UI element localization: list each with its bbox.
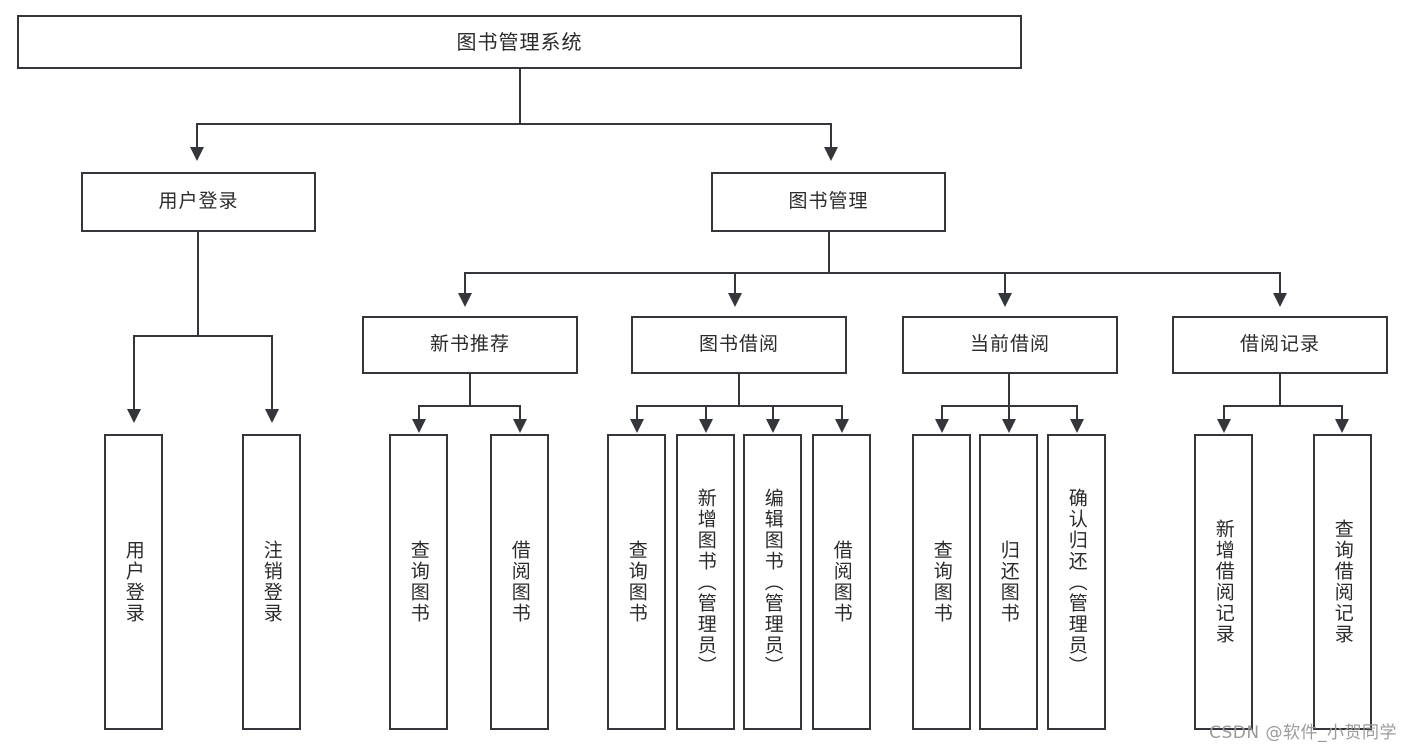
connector-level3-drop-1 — [464, 272, 466, 295]
connector-user-login-drop-2 — [271, 335, 273, 411]
leaf-user-login-login[interactable]: 用户登录 — [104, 434, 163, 730]
arrowhead-bookborrow-3 — [766, 419, 780, 433]
connector-bookborrow-drop-3 — [772, 405, 774, 421]
connector-bookborrow-drop-2 — [705, 405, 707, 421]
arrowhead-bookborrow-2 — [699, 419, 713, 433]
leaf-currentborrow-confirm[interactable]: 确认归还（管理员） — [1047, 434, 1106, 730]
node-label: 确认归还（管理员） — [1065, 487, 1088, 677]
arrowhead-currentborrow-2 — [1002, 419, 1016, 433]
arrowhead-level3-3 — [998, 293, 1012, 307]
node-label: 用户登录 — [122, 540, 145, 624]
leaf-currentborrow-return[interactable]: 归还图书 — [979, 434, 1038, 730]
node-book-management[interactable]: 图书管理 — [711, 172, 946, 232]
arrowhead-level3-4 — [1273, 293, 1287, 307]
connector-level3-drop-2 — [734, 272, 736, 295]
arrowhead-user-login-2 — [265, 409, 279, 423]
leaf-bookborrow-edit[interactable]: 编辑图书（管理员） — [743, 434, 802, 730]
node-label: 新增图书（管理员） — [694, 487, 717, 677]
connector-currentborrow-stem — [1008, 374, 1010, 406]
node-label: 借阅记录 — [1239, 333, 1320, 356]
arrowhead-currentborrow-3 — [1070, 419, 1084, 433]
connector-borrowrecord-bus — [1223, 405, 1343, 407]
connector-newbook-stem — [469, 374, 471, 406]
connector-bookborrow-drop-4 — [841, 405, 843, 421]
connector-newbook-drop-1 — [418, 405, 420, 421]
node-label: 图书管理系统 — [456, 29, 583, 54]
node-label: 查询借阅记录 — [1331, 519, 1354, 645]
connector-level2-drop-1 — [196, 123, 198, 149]
connector-borrowrecord-drop-2 — [1341, 405, 1343, 421]
leaf-borrowrecord-query[interactable]: 查询借阅记录 — [1313, 434, 1372, 730]
arrowhead-borrowrecord-2 — [1335, 419, 1349, 433]
node-label: 编辑图书（管理员） — [761, 487, 784, 677]
arrowhead-borrowrecord-1 — [1217, 419, 1231, 433]
arrowhead-newbook-2 — [513, 419, 527, 433]
node-label: 新书推荐 — [429, 333, 510, 356]
node-label: 查询图书 — [930, 540, 953, 624]
node-label: 图书管理 — [788, 190, 869, 213]
arrowhead-currentborrow-1 — [935, 419, 949, 433]
connector-currentborrow-drop-3 — [1076, 405, 1078, 421]
connector-level3-bus — [464, 272, 1281, 274]
node-label: 图书借阅 — [698, 333, 779, 356]
node-book-borrow[interactable]: 图书借阅 — [631, 316, 847, 374]
node-borrow-record[interactable]: 借阅记录 — [1172, 316, 1388, 374]
node-root-system[interactable]: 图书管理系统 — [17, 15, 1022, 69]
connector-user-login-bus — [133, 335, 273, 337]
node-label: 新增借阅记录 — [1212, 519, 1235, 645]
arrowhead-level2-2 — [824, 147, 838, 161]
connector-bookborrow-stem — [738, 374, 740, 406]
node-label: 借阅图书 — [830, 540, 853, 624]
node-new-book-recommend[interactable]: 新书推荐 — [362, 316, 578, 374]
node-label: 查询图书 — [407, 540, 430, 624]
node-label: 查询图书 — [625, 540, 648, 624]
arrowhead-level3-2 — [728, 293, 742, 307]
arrowhead-level2-1 — [190, 147, 204, 161]
node-label: 注销登录 — [260, 540, 283, 624]
connector-currentborrow-drop-1 — [941, 405, 943, 421]
connector-bookborrow-bus — [636, 405, 843, 407]
arrowhead-user-login-1 — [127, 409, 141, 423]
connector-user-login-drop-1 — [133, 335, 135, 411]
connector-newbook-bus — [418, 405, 521, 407]
node-user-login[interactable]: 用户登录 — [81, 172, 316, 232]
connector-borrowrecord-drop-1 — [1223, 405, 1225, 421]
leaf-newbook-borrow[interactable]: 借阅图书 — [490, 434, 549, 730]
arrowhead-level3-1 — [458, 293, 472, 307]
leaf-user-login-logout[interactable]: 注销登录 — [242, 434, 301, 730]
node-label: 当前借阅 — [969, 333, 1050, 356]
connector-borrowrecord-stem — [1279, 374, 1281, 406]
connector-level3-drop-4 — [1279, 272, 1281, 295]
leaf-bookborrow-borrow[interactable]: 借阅图书 — [812, 434, 871, 730]
arrowhead-bookborrow-4 — [835, 419, 849, 433]
connector-level3-drop-3 — [1004, 272, 1006, 295]
leaf-newbook-query[interactable]: 查询图书 — [389, 434, 448, 730]
leaf-bookborrow-query[interactable]: 查询图书 — [607, 434, 666, 730]
node-label: 借阅图书 — [508, 540, 531, 624]
leaf-borrowrecord-add[interactable]: 新增借阅记录 — [1194, 434, 1253, 730]
connector-level2-drop-2 — [830, 123, 832, 149]
node-current-borrow[interactable]: 当前借阅 — [902, 316, 1118, 374]
connector-currentborrow-drop-2 — [1008, 405, 1010, 421]
connector-newbook-drop-2 — [519, 405, 521, 421]
node-label: 归还图书 — [997, 540, 1020, 624]
arrowhead-newbook-1 — [412, 419, 426, 433]
leaf-bookborrow-add[interactable]: 新增图书（管理员） — [676, 434, 735, 730]
connector-book-mgmt-stem — [828, 232, 830, 273]
connector-root-stem — [519, 69, 521, 124]
arrowhead-bookborrow-1 — [630, 419, 644, 433]
node-label: 用户登录 — [158, 190, 239, 213]
connector-bookborrow-drop-1 — [636, 405, 638, 421]
leaf-currentborrow-query[interactable]: 查询图书 — [912, 434, 971, 730]
connector-level2-bus — [196, 123, 832, 125]
csdn-watermark: CSDN @软件_小贺同学 — [1209, 723, 1397, 743]
connector-user-login-stem — [197, 232, 199, 336]
